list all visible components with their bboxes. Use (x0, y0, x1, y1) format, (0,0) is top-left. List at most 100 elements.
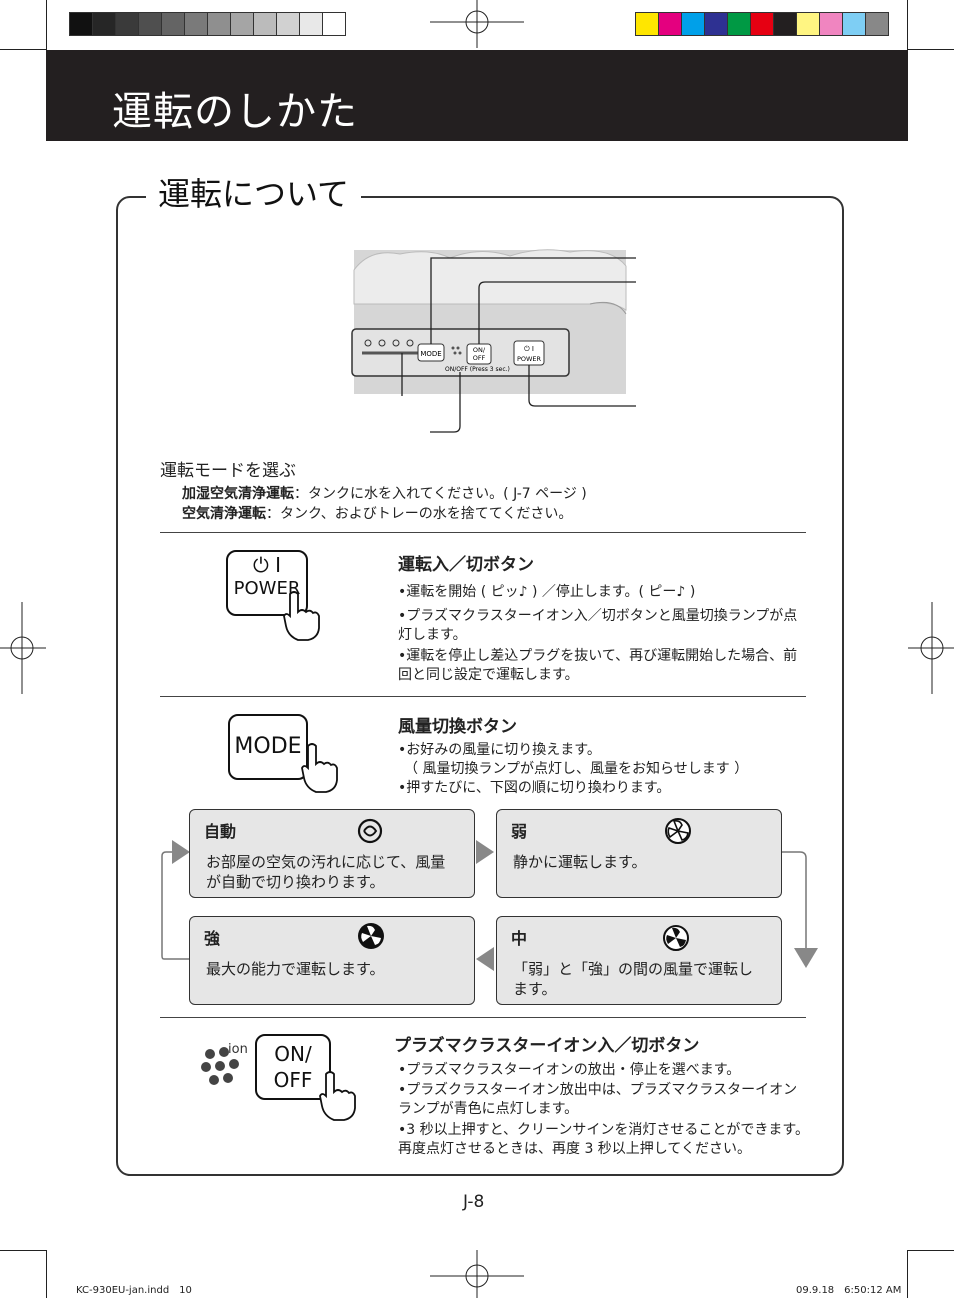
ion-key-line1: ON/ (274, 1042, 312, 1066)
mode-select-line1: 加湿空気清浄運転：タンクに水を入れてください。( J-7 ページ ) (182, 484, 587, 504)
color-swatch (69, 12, 93, 36)
ion-bullet-2: •プラズクラスターイオン放出中は、プラズマクラスターイオンランプが青色に点灯しま… (398, 1082, 798, 1117)
ion-bullet-1: •プラズマクラスターイオンの放出・停止を選べます。 (398, 1062, 741, 1078)
fan-mode-high-card: 強 最大の能力で運転します。 (189, 916, 475, 1005)
footer-file-info: KC-930EU-jan.indd 10 (76, 1285, 192, 1296)
color-swatch (184, 12, 208, 36)
color-swatch (658, 12, 682, 36)
registration-mark (908, 602, 954, 694)
power-symbol-icon: ⏻ I (252, 553, 282, 577)
hand-pointer-icon (319, 1071, 356, 1121)
mode-cycle-arrows (161, 840, 818, 971)
color-swatch (230, 12, 254, 36)
color-swatch (161, 12, 185, 36)
mode-select-line2: 空気清浄運転：タンク、およびトレーの水を捨ててください。 (182, 504, 572, 524)
ion-key-illustration: ON/ OFF (255, 1034, 331, 1100)
power-key-label: POWER (233, 578, 301, 599)
color-swatch (299, 12, 323, 36)
fan-mode-name: 強 (204, 929, 221, 948)
ion-button-title: プラズマクラスターイオン入／切ボタン (394, 1036, 700, 1056)
header-banner (46, 50, 908, 141)
fan-mode-low-card: 弱 静かに運転します。 (496, 809, 782, 898)
color-swatch (681, 12, 705, 36)
fan-mode-desc: お部屋の空気の汚れに応じて、風量が自動で切り換わります。 (206, 853, 446, 891)
purify-mode-desc: ：タンク、およびトレーの水を捨ててください。 (266, 506, 573, 522)
panel-power-label: POWER (517, 355, 542, 363)
fan-mode-name: 自動 (204, 822, 237, 841)
power-key-illustration: ⏻ I POWER (226, 550, 308, 616)
divider (160, 696, 806, 697)
mode-bullet-3: •押すたびに、下図の順に切り換わります。 (398, 780, 671, 796)
crop-mark (908, 1250, 954, 1251)
divider (160, 1017, 806, 1018)
fan-mode-name: 中 (511, 929, 528, 948)
color-swatch (276, 12, 300, 36)
control-panel-illustration: MODE ON/ OFF ON/OFF (Press 3 sec.) ⏻ I P… (351, 249, 636, 433)
registration-mark (430, 0, 524, 48)
color-swatch (750, 12, 774, 36)
crop-mark (46, 1250, 47, 1298)
fan-mode-desc: 静かに運転します。 (513, 853, 647, 871)
color-swatch (322, 12, 346, 36)
fan-mode-auto-card: 自動 お部屋の空気の汚れに応じて、風量が自動で切り換わります。 (189, 809, 475, 898)
svg-text:ON/: ON/ (473, 346, 486, 354)
svg-text:⏻ I: ⏻ I (524, 345, 534, 353)
footer-timestamp: 09.9.18 6:50:12 AM (796, 1285, 902, 1296)
hand-pointer-icon (283, 591, 320, 641)
section-frame (116, 196, 844, 1176)
mode-button-title: 風量切換ボタン (398, 717, 517, 737)
ion-label: ion (228, 1042, 248, 1057)
color-swatch (773, 12, 797, 36)
color-swatch (253, 12, 277, 36)
auto-icon (357, 818, 383, 844)
crop-mark (907, 1250, 908, 1298)
plasmacluster-ion-icon: ion (201, 1042, 248, 1085)
color-swatch (819, 12, 843, 36)
mode-bullet-2: （ 風量切換ランプが点灯し、風量をお知らせします ） (404, 761, 749, 777)
mode-select-heading: 運転モードを選ぶ (160, 461, 296, 481)
purify-mode-label: 空気清浄運転 (182, 506, 266, 522)
section-title: 運転について (146, 172, 362, 216)
panel-mode-label: MODE (420, 350, 441, 358)
color-swatch (92, 12, 116, 36)
divider (160, 532, 806, 533)
color-swatch (115, 12, 139, 36)
power-bullet-2: •プラズマクラスターイオン入／切ボタンと風量切換ランプが点灯します。 (398, 608, 798, 643)
fan-mode-name: 弱 (511, 822, 528, 841)
crop-mark (908, 49, 954, 50)
color-swatch (796, 12, 820, 36)
color-swatch (865, 12, 889, 36)
color-swatch (635, 12, 659, 36)
power-bullet-3: •運転を停止し差込プラグを抜いて、再び運転開始した場合、前回と同じ設定で運転しま… (398, 648, 798, 683)
color-swatch (207, 12, 231, 36)
crop-mark (907, 0, 908, 50)
fan-mode-desc: 「弱」と「強」の間の風量で運転します。 (513, 960, 754, 998)
mode-key-illustration: MODE (228, 714, 308, 780)
crop-mark (46, 0, 47, 50)
panel-onoff-hold-note: ON/OFF (Press 3 sec.) (445, 366, 510, 373)
page-title: 運転のしかた (112, 89, 358, 135)
hand-pointer-icon (301, 743, 338, 793)
page-number: J-8 (463, 1192, 485, 1212)
crop-mark (0, 49, 46, 50)
grayscale-color-bar (69, 12, 346, 36)
ion-key-line2: OFF (273, 1068, 313, 1092)
humidify-mode-label: 加湿空気清浄運転 (182, 486, 294, 502)
color-swatch (842, 12, 866, 36)
power-bullet-1: •運転を開始 ( ピッ♪ ) ／停止します。( ピー♪ ) (398, 584, 696, 600)
humidify-mode-desc: ：タンクに水を入れてください。( J-7 ページ ) (294, 486, 587, 502)
color-swatch (727, 12, 751, 36)
power-button-title: 運転入／切ボタン (398, 555, 534, 575)
registration-mark (0, 602, 46, 694)
svg-text:OFF: OFF (473, 354, 486, 362)
fan-mode-desc: 最大の能力で運転します。 (206, 960, 385, 978)
color-swatch (138, 12, 162, 36)
mode-key-label: MODE (234, 734, 302, 759)
fan-low-icon (665, 818, 691, 844)
crop-mark (0, 1250, 46, 1251)
mode-bullet-1: •お好みの風量に切り換えます。 (398, 742, 601, 758)
registration-mark (430, 1250, 524, 1298)
fan-mode-mid-card: 中 「弱」と「強」の間の風量で運転します。 (496, 916, 782, 1005)
fan-mid-icon (663, 925, 689, 951)
color-swatch (704, 12, 728, 36)
